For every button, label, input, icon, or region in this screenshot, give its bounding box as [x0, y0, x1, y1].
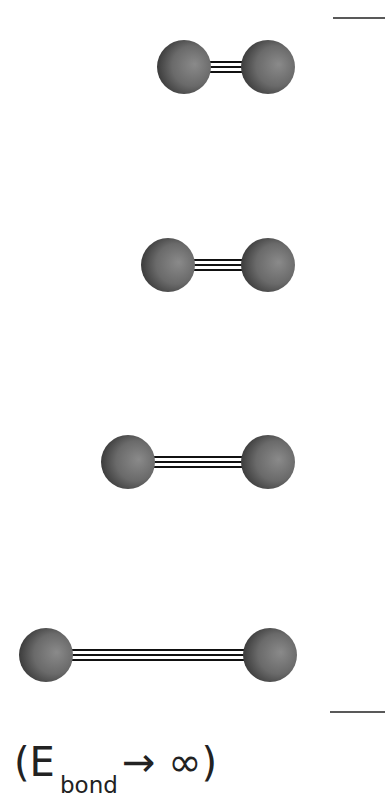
atom-sphere: [241, 238, 295, 292]
bond-line: [151, 461, 245, 463]
atom-sphere: [157, 40, 211, 94]
subscript-label: bond: [60, 774, 118, 797]
bond-line: [191, 264, 245, 266]
bond-line: [207, 61, 245, 63]
bond-line: [207, 71, 245, 73]
atom-sphere: [101, 435, 155, 489]
bond-line: [151, 466, 245, 468]
bond-line: [191, 259, 245, 261]
bond-line: [191, 269, 245, 271]
bond-line: [151, 456, 245, 458]
atom-sphere: [241, 40, 295, 94]
level-line: [330, 711, 385, 713]
bond-line: [207, 66, 245, 68]
level-line: [333, 17, 385, 19]
atom-sphere: [19, 628, 73, 682]
atom-sphere: [243, 628, 297, 682]
bond-line: [69, 649, 247, 651]
atom-sphere: [141, 238, 195, 292]
bond-line: [69, 659, 247, 661]
atom-sphere: [241, 435, 295, 489]
energy-label: (E: [14, 742, 55, 782]
bond-line: [69, 654, 247, 656]
energy-label: → ∞): [122, 742, 217, 782]
molecules: [19, 40, 297, 682]
